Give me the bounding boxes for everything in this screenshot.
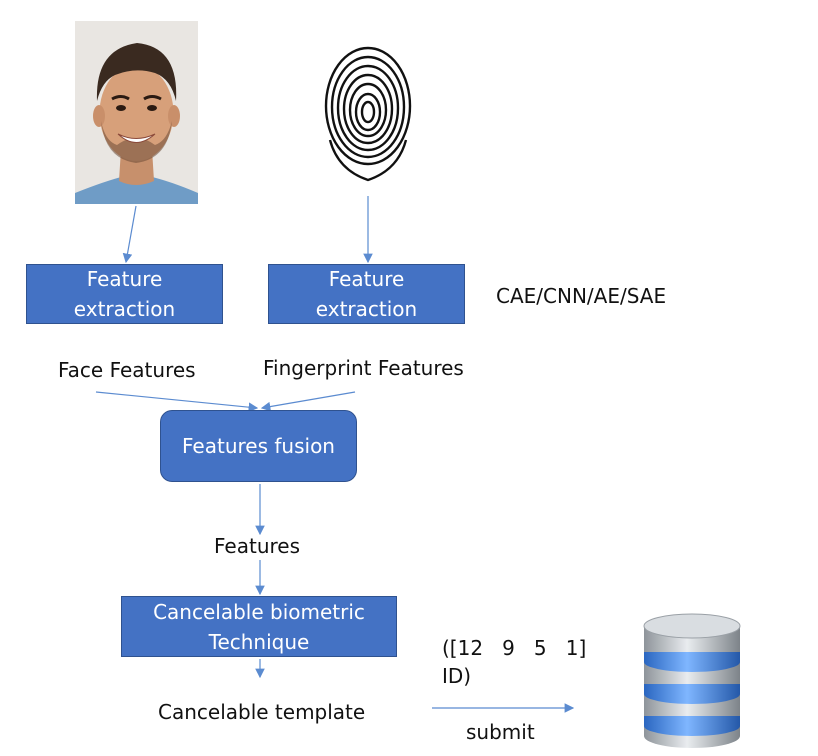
face-photo: [75, 21, 198, 204]
cancelable-line1: Cancelable biometric: [153, 599, 365, 624]
features-label: Features: [214, 534, 300, 558]
arrow-face-features-to-fusion: [95, 391, 259, 412]
face-features-label: Face Features: [58, 358, 196, 382]
face-extraction-line1: Feature: [86, 267, 163, 291]
template-id-label: ID): [442, 664, 472, 688]
arrow-face-to-extraction: [122, 205, 137, 264]
fingerprint-features-label: Fingerprint Features: [263, 356, 464, 380]
face-extraction-line2: extraction: [73, 297, 176, 321]
template-vector-label: ([12 9 5 1]: [442, 636, 587, 660]
fingerprint-icon: [318, 30, 418, 188]
features-fusion-box: Features fusion: [160, 410, 357, 482]
database-icon: [640, 612, 744, 750]
face-feature-extraction-box: Feature extraction: [26, 264, 223, 324]
methods-label: CAE/CNN/AE/SAE: [496, 284, 667, 308]
cancelable-line2: Technique: [208, 629, 310, 654]
submit-label: submit: [466, 720, 535, 744]
fingerprint-feature-extraction-box: Feature extraction: [268, 264, 465, 324]
cancelable-biometric-box: Cancelable biometric Technique: [121, 596, 397, 657]
features-fusion-label: Features fusion: [182, 434, 335, 458]
arrow-finger-features-to-fusion: [260, 391, 356, 412]
finger-extraction-line2: extraction: [315, 297, 418, 321]
cancelable-template-label: Cancelable template: [158, 700, 366, 724]
finger-extraction-line1: Feature: [328, 267, 405, 291]
